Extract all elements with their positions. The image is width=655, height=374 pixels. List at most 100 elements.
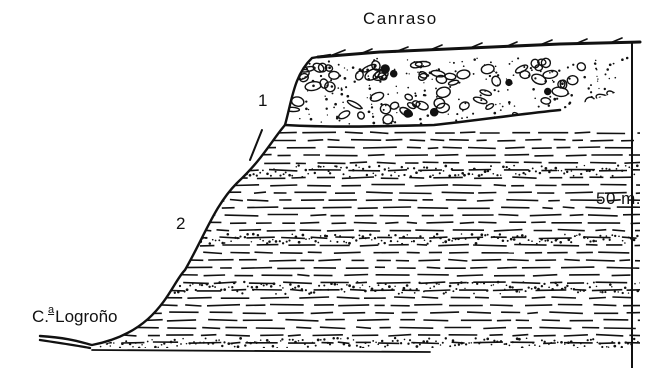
sand-grain — [268, 341, 270, 343]
shale-stroke — [260, 298, 289, 299]
sand-grain — [465, 238, 467, 240]
sand-grain — [556, 284, 558, 286]
sand-grain — [388, 234, 390, 236]
sand-grain — [160, 241, 162, 243]
sand-grain — [185, 168, 188, 171]
shale-stroke — [512, 282, 541, 283]
shale-stroke — [185, 305, 201, 306]
sand-grain — [318, 285, 320, 287]
sand-grain — [174, 339, 176, 341]
sand-grain — [394, 286, 396, 288]
sand-grain — [189, 342, 191, 344]
sand-grain — [234, 237, 236, 239]
grain — [609, 63, 612, 66]
sand-grain — [375, 342, 377, 344]
sand-grain — [348, 344, 351, 347]
sand-grain — [471, 342, 472, 343]
sand-grain — [257, 234, 259, 236]
shale-stroke — [377, 162, 396, 163]
sand-grain — [218, 239, 220, 241]
grain — [426, 74, 429, 77]
grain — [395, 108, 397, 110]
grain — [612, 92, 614, 94]
shale-stroke — [370, 132, 388, 133]
sand-grain — [606, 235, 608, 237]
sand-grain — [246, 233, 249, 236]
grain — [476, 58, 477, 59]
sand-grain — [184, 243, 186, 245]
shale-stroke — [542, 208, 552, 209]
sand-grain — [392, 340, 394, 342]
shale-stroke — [448, 260, 467, 262]
shale-stroke — [350, 162, 367, 163]
sand-grain — [346, 242, 348, 244]
grain — [461, 61, 463, 63]
shale-stroke — [247, 207, 278, 208]
grain — [423, 94, 425, 96]
sand-grain — [126, 242, 128, 244]
grain — [334, 103, 337, 106]
shale-stroke — [234, 185, 259, 186]
sand-grain — [323, 284, 325, 286]
sand-grain — [409, 339, 411, 341]
sand-grain — [349, 176, 351, 178]
sand-grain — [89, 174, 91, 176]
sand-grain — [234, 165, 236, 167]
sand-grain — [479, 342, 481, 344]
sand-grain — [320, 289, 322, 291]
sand-grain — [628, 292, 629, 293]
shale-stroke — [281, 238, 305, 239]
grain — [623, 118, 625, 120]
sand-grain — [285, 171, 287, 173]
grain — [494, 71, 495, 72]
sand-grain — [189, 168, 192, 171]
grain — [466, 117, 468, 119]
grain — [499, 103, 500, 104]
shale-stroke — [549, 312, 583, 313]
sand-grain — [461, 233, 463, 235]
pebble — [356, 111, 365, 120]
grain — [449, 86, 451, 88]
sand-grain — [275, 293, 277, 295]
sand-grain — [454, 344, 456, 346]
sand-grain — [371, 239, 372, 240]
shale-stroke — [292, 177, 306, 178]
sand-grain — [134, 175, 136, 177]
sand-grain — [201, 169, 203, 171]
shale-stroke — [474, 342, 503, 343]
grain — [370, 97, 372, 99]
shale-stroke — [399, 328, 433, 329]
sand-grain — [339, 235, 341, 237]
shale-stroke — [155, 245, 166, 246]
sand-grain — [491, 236, 493, 238]
pebble — [369, 91, 385, 103]
shale-stroke — [217, 230, 230, 231]
grain — [455, 70, 457, 72]
shale-stroke — [199, 155, 230, 156]
shale-stroke — [345, 132, 363, 133]
sand-grain — [413, 342, 415, 344]
sand-grain — [230, 173, 232, 175]
sand-grain — [118, 291, 121, 294]
sand-grain — [490, 165, 492, 167]
sand-grain — [611, 286, 613, 288]
shale-stroke — [564, 260, 580, 261]
pebble — [595, 93, 612, 105]
sand-grain — [443, 292, 445, 294]
sand-grain — [394, 172, 396, 174]
sand-grain — [567, 238, 570, 241]
sand-grain — [452, 290, 454, 292]
sand-grain — [483, 339, 485, 341]
sand-grain — [214, 286, 216, 288]
grain — [369, 85, 371, 87]
grain — [472, 113, 474, 115]
sand-grain — [289, 339, 291, 341]
sand-grain — [231, 343, 233, 345]
sand-grain — [348, 242, 351, 245]
grain — [458, 99, 460, 101]
grain — [361, 69, 364, 72]
sand-grain — [99, 289, 102, 292]
sand-grain — [401, 243, 403, 245]
shale-stroke — [241, 268, 272, 269]
sand-grain — [625, 165, 627, 167]
